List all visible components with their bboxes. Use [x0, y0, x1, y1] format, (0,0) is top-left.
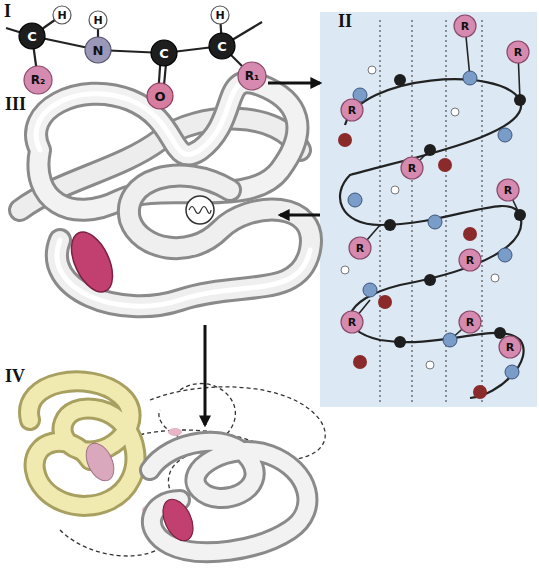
structure-panel: II	[320, 12, 537, 407]
atom-symbol: N	[93, 44, 104, 57]
helix-inset-coil	[189, 207, 211, 214]
level-arrow	[268, 82, 320, 85]
atom-symbol: R	[348, 317, 356, 328]
atom-symbol: R₁	[245, 70, 260, 82]
atom-symbol: R	[461, 21, 469, 32]
oxygen-atoms	[338, 133, 487, 399]
atom-symbol: C	[159, 47, 169, 60]
beta-subunit	[150, 442, 307, 552]
atom-symbol: R	[504, 185, 512, 196]
atom-ball	[459, 249, 481, 271]
atom-symbol: C	[27, 30, 37, 43]
carbon-atoms	[384, 74, 526, 348]
atom-symbol: R	[408, 163, 416, 174]
atom-ball	[454, 15, 476, 37]
atom-symbol: C	[217, 40, 227, 53]
level-arrow	[280, 214, 320, 217]
heme-group	[168, 428, 182, 436]
level-arrow	[204, 325, 207, 425]
panel-numeral: I	[4, 2, 11, 20]
atom-ball	[238, 62, 266, 90]
panel-numeral: IV	[5, 367, 25, 385]
atom-symbol: R	[514, 47, 522, 58]
atom-ball	[349, 237, 371, 259]
helix-panel	[320, 12, 537, 407]
atom-symbol: H	[93, 15, 102, 26]
atom-ball	[85, 37, 111, 63]
atom-symbol: R	[348, 105, 356, 116]
heme-group	[157, 495, 199, 546]
atom-symbol: O	[154, 90, 165, 103]
panel-numeral: III	[5, 95, 26, 113]
backbone-bonds	[6, 15, 262, 96]
atom-ball	[24, 66, 52, 94]
labelled-atoms	[19, 6, 529, 358]
atom-symbol: R	[356, 243, 364, 254]
atom-ball	[459, 311, 481, 333]
helix-backbone	[340, 79, 524, 398]
atom-ball	[401, 157, 423, 179]
atom-ball	[89, 11, 107, 29]
atom-ball	[209, 33, 235, 59]
atom-ball	[53, 6, 71, 24]
heme-group	[81, 439, 120, 485]
atom-symbol: R₂	[31, 74, 46, 86]
atom-ball	[19, 23, 45, 49]
panel-numeral: II	[338, 12, 352, 30]
atom-ball	[341, 311, 363, 333]
helix-inset	[186, 196, 214, 224]
structure-panel: IV	[0, 425, 335, 578]
atom-ball	[147, 83, 173, 109]
tertiary-tube	[20, 82, 311, 306]
atom-symbol: R	[466, 255, 474, 266]
atom-ball	[341, 99, 363, 121]
heme-group	[63, 226, 121, 298]
atom-ball	[499, 336, 521, 358]
structure-panel: III	[5, 75, 280, 325]
nitrogen-atoms	[348, 71, 519, 379]
atom-ball	[211, 6, 229, 24]
helix-side-bonds	[352, 26, 520, 345]
atom-symbol: R	[466, 317, 474, 328]
atom-symbol: H	[215, 10, 224, 21]
hydrogen-atoms	[341, 66, 499, 369]
atom-symbol: R	[506, 342, 514, 353]
atom-ball	[151, 40, 177, 66]
atom-ball	[497, 179, 519, 201]
structure-panel: I	[0, 0, 268, 120]
alpha-subunit	[29, 381, 135, 506]
atom-symbol: H	[57, 10, 66, 21]
atom-ball	[507, 41, 529, 63]
